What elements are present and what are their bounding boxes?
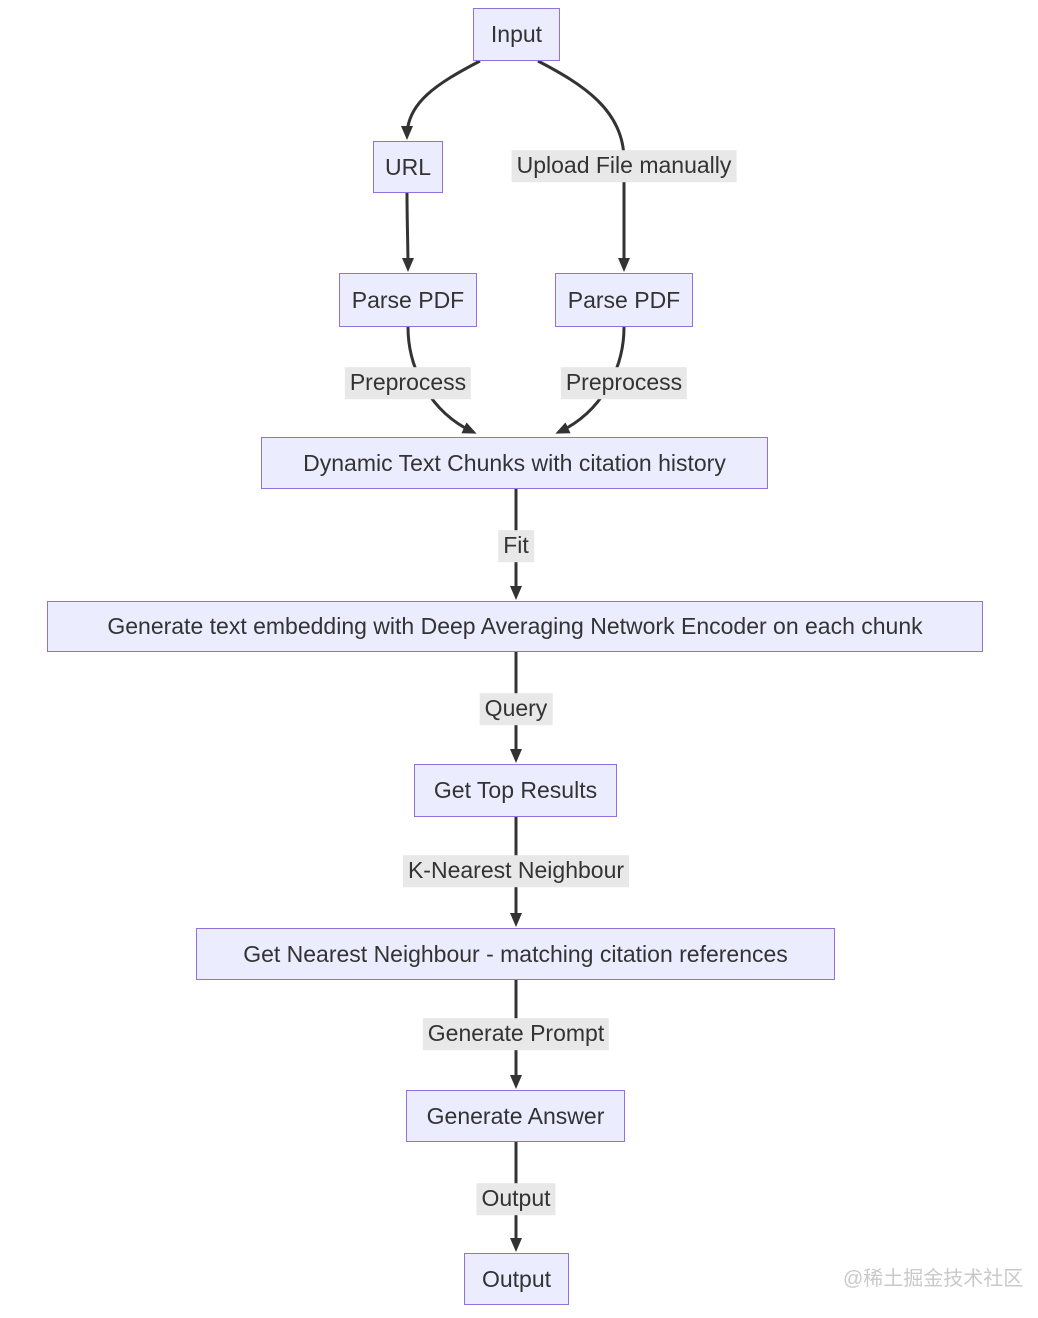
edge-input-url <box>401 59 481 140</box>
edge-label-preprocess-left: Preprocess <box>344 367 472 399</box>
node-get-top-results: Get Top Results <box>414 764 617 817</box>
node-input: Input <box>473 8 560 61</box>
edge-label-upload-file-manually: Upload File manually <box>511 150 737 182</box>
node-generate-text-embedding: Generate text embedding with Deep Averag… <box>47 601 983 652</box>
edge-label-query: Query <box>479 693 553 725</box>
node-output: Output <box>464 1253 569 1305</box>
node-parse-pdf-left: Parse PDF <box>339 273 477 327</box>
node-dynamic-text-chunks: Dynamic Text Chunks with citation histor… <box>261 437 768 489</box>
node-parse-pdf-right: Parse PDF <box>555 273 693 327</box>
watermark: @稀土掘金技术社区 <box>843 1268 1024 1290</box>
edge-label-fit: Fit <box>498 530 534 562</box>
node-get-nearest-neighbour: Get Nearest Neighbour - matching citatio… <box>196 928 835 980</box>
edge-label-output: Output <box>476 1183 556 1215</box>
node-generate-answer: Generate Answer <box>406 1090 625 1142</box>
edge-url-parse-pdf-left <box>401 192 414 272</box>
edge-label-k-nearest-neighbour: K-Nearest Neighbour <box>402 855 630 887</box>
edge-label-preprocess-right: Preprocess <box>560 367 688 399</box>
node-url: URL <box>373 141 443 193</box>
edge-label-generate-prompt: Generate Prompt <box>422 1018 610 1050</box>
